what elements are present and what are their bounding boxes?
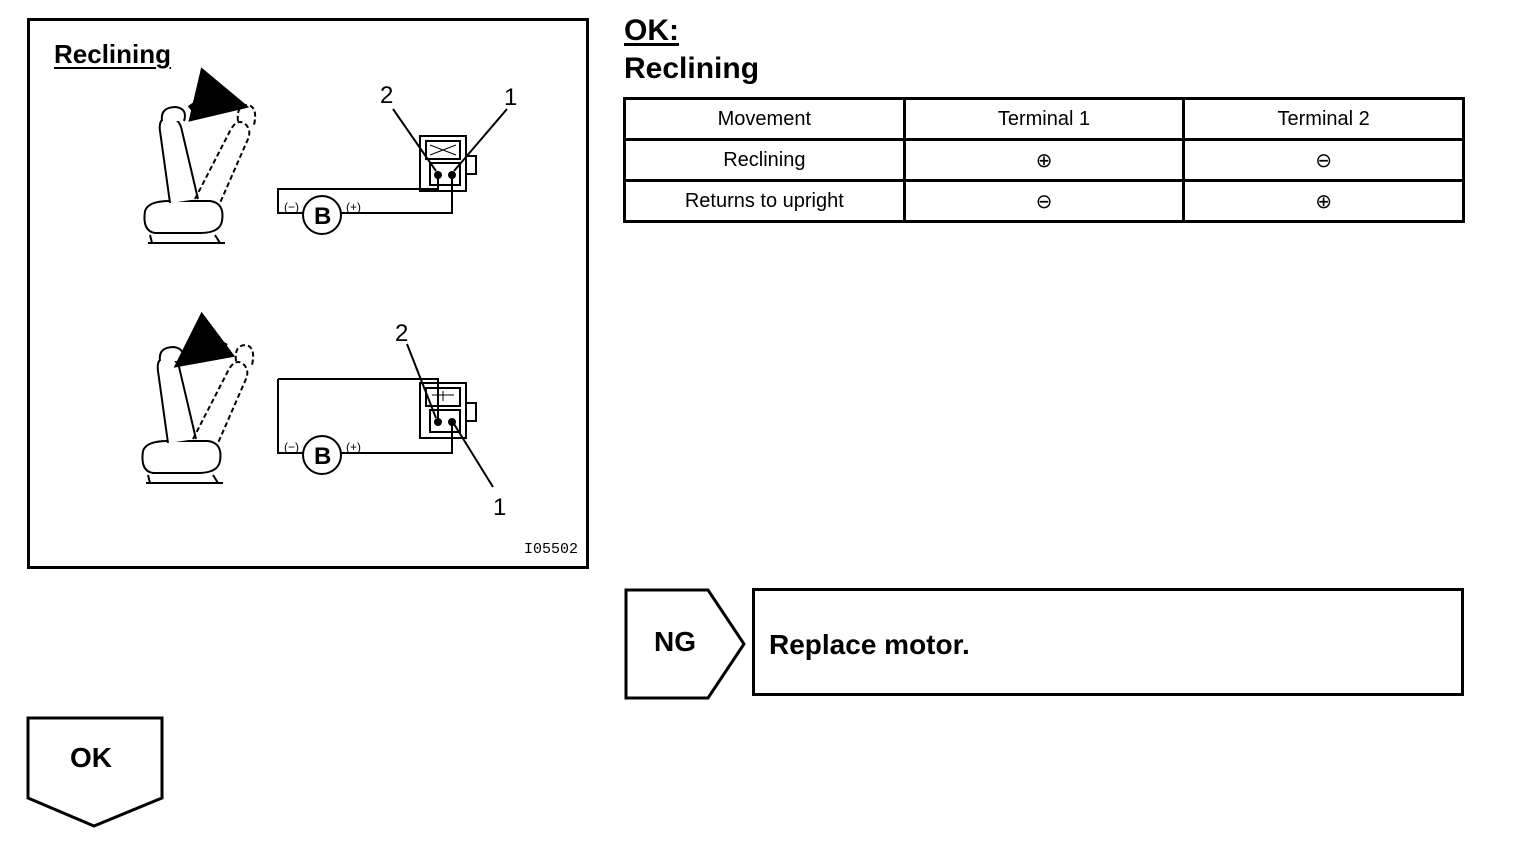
top-recline-arrow xyxy=(187,67,250,122)
bottom-upright-arrow xyxy=(173,311,236,368)
ng-arrow-shape xyxy=(624,588,746,700)
ok-arrow-shape xyxy=(26,716,164,828)
header-terminal-2: Terminal 2 xyxy=(1182,97,1465,141)
table-row: Reclining ⊕ ⊖ xyxy=(623,138,1465,182)
figure-panel: 2 1 B (−) (+) 2 1 B (−) (+) Reclining I0… xyxy=(27,18,589,569)
seat-recline-diagram: 2 1 B (−) (+) 2 1 B (−) (+) xyxy=(141,67,517,521)
ok-label: OK: xyxy=(624,14,679,47)
cell-terminal-1: ⊖ xyxy=(902,179,1186,223)
ng-action-box: Replace motor. xyxy=(752,588,1464,696)
bottom-connector xyxy=(277,343,494,488)
cell-terminal-1: ⊕ xyxy=(902,138,1186,182)
cell-movement: Reclining xyxy=(623,138,906,182)
bottom-negative-label: (−) xyxy=(284,440,299,454)
cell-movement: Returns to upright xyxy=(623,179,906,223)
top-negative-label: (−) xyxy=(284,200,299,214)
header-movement: Movement xyxy=(623,97,906,141)
ok-subtitle: Reclining xyxy=(624,52,760,85)
ng-arrow: NG xyxy=(624,588,748,705)
top-terminal-1-label: 1 xyxy=(504,84,517,111)
top-battery xyxy=(302,195,342,235)
table-header-row: Movement Terminal 1 Terminal 2 xyxy=(623,97,1465,141)
ng-label: NG xyxy=(654,626,696,657)
top-positive-label: (+) xyxy=(346,200,361,214)
bottom-seat-icon xyxy=(141,343,255,484)
cell-terminal-2: ⊖ xyxy=(1182,138,1465,182)
figure-title: Reclining xyxy=(54,39,172,69)
cell-terminal-2: ⊕ xyxy=(1182,179,1465,223)
top-battery-label: B xyxy=(314,203,331,230)
ng-action-text: Replace motor. xyxy=(769,629,970,660)
terminal-table: Movement Terminal 1 Terminal 2 Reclining… xyxy=(623,97,1465,223)
bottom-positive-label: (+) xyxy=(346,440,361,454)
table-row: Returns to upright ⊖ ⊕ xyxy=(623,179,1465,223)
top-seat-icon xyxy=(143,103,257,244)
ok-heading: OK: Reclining xyxy=(624,12,759,88)
figure-code: I05502 xyxy=(523,541,578,558)
ok-flow-label: OK xyxy=(70,742,112,773)
bottom-terminal-2-label: 2 xyxy=(395,320,408,347)
top-connector xyxy=(277,108,508,214)
top-terminal-2-label: 2 xyxy=(380,82,393,109)
header-terminal-1: Terminal 1 xyxy=(902,97,1186,141)
bottom-battery-label: B xyxy=(314,443,331,470)
ok-arrow: OK xyxy=(26,716,166,835)
bottom-terminal-1-label: 1 xyxy=(493,494,506,521)
bottom-battery xyxy=(302,435,342,475)
